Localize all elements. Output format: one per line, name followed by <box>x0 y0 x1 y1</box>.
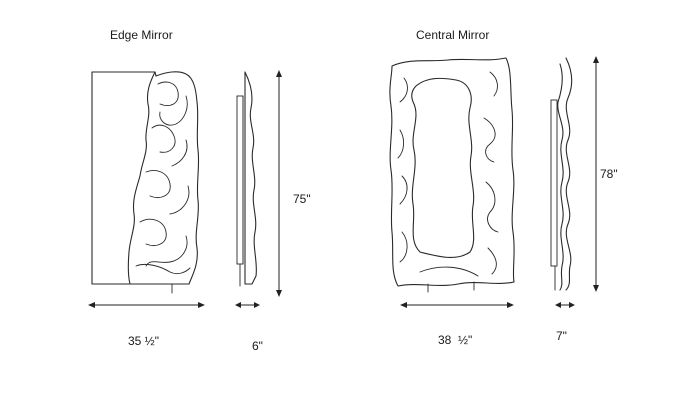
central-mirror-ridge <box>399 77 408 103</box>
central-mirror-ridge <box>489 71 498 97</box>
central-mirror-title: Central Mirror <box>416 28 490 42</box>
edge-mirror-side-frame <box>236 95 244 265</box>
edge-mirror-ridge <box>145 170 171 198</box>
central-mirror-ridge <box>399 175 408 205</box>
central-mirror-front-view <box>389 57 515 293</box>
edge-mirror-title: Edge Mirror <box>110 28 173 42</box>
edge-mirror-front-view <box>91 71 200 294</box>
edge-mirror-glass-edge <box>127 71 156 285</box>
edge-mirror-width-label: 35 ½" <box>128 334 159 348</box>
edge-mirror-ridge <box>169 185 190 215</box>
central-mirror-side-frame <box>550 99 558 267</box>
central-mirror-ridge <box>399 231 408 263</box>
central-mirror-side-view <box>550 57 573 291</box>
edge-mirror-width-dimension <box>88 302 205 308</box>
central-mirror-side-profile-front <box>565 57 573 291</box>
edge-mirror-height-label: 75" <box>293 192 311 206</box>
edge-mirror-height-dimension <box>276 70 282 297</box>
central-mirror-ridge <box>483 117 496 163</box>
central-mirror-ridge <box>487 247 497 275</box>
central-mirror-front-outline <box>389 57 515 287</box>
edge-mirror-ridge <box>171 139 188 167</box>
edge-mirror-depth-label: 6" <box>252 339 263 353</box>
edge-mirror-depth-dimension <box>235 302 260 308</box>
edge-mirror-ridge <box>157 81 179 106</box>
edge-mirror-side-view <box>236 71 257 287</box>
edge-mirror-front-outline <box>91 71 200 285</box>
edge-mirror-side-profile <box>244 71 257 285</box>
central-mirror-ridge <box>419 266 479 277</box>
central-mirror-width-dimension <box>400 302 514 308</box>
edge-mirror-ridge <box>159 95 188 126</box>
central-mirror-depth-label: 7" <box>556 329 567 343</box>
edge-mirror-ridge <box>145 235 188 267</box>
central-mirror-ridge <box>485 181 499 233</box>
central-mirror-height-dimension <box>593 56 599 292</box>
central-mirror-width-label: 38 ½" <box>438 333 473 347</box>
central-mirror-ridge <box>397 129 405 159</box>
central-mirror-inner-opening <box>411 77 475 258</box>
central-mirror-side-profile-back <box>557 63 564 291</box>
edge-mirror-ridge <box>151 124 176 153</box>
central-mirror-height-label: 78" <box>600 167 618 181</box>
edge-mirror-ridge <box>135 263 191 275</box>
central-mirror-depth-dimension <box>555 302 575 308</box>
edge-mirror-ridge <box>139 218 167 246</box>
